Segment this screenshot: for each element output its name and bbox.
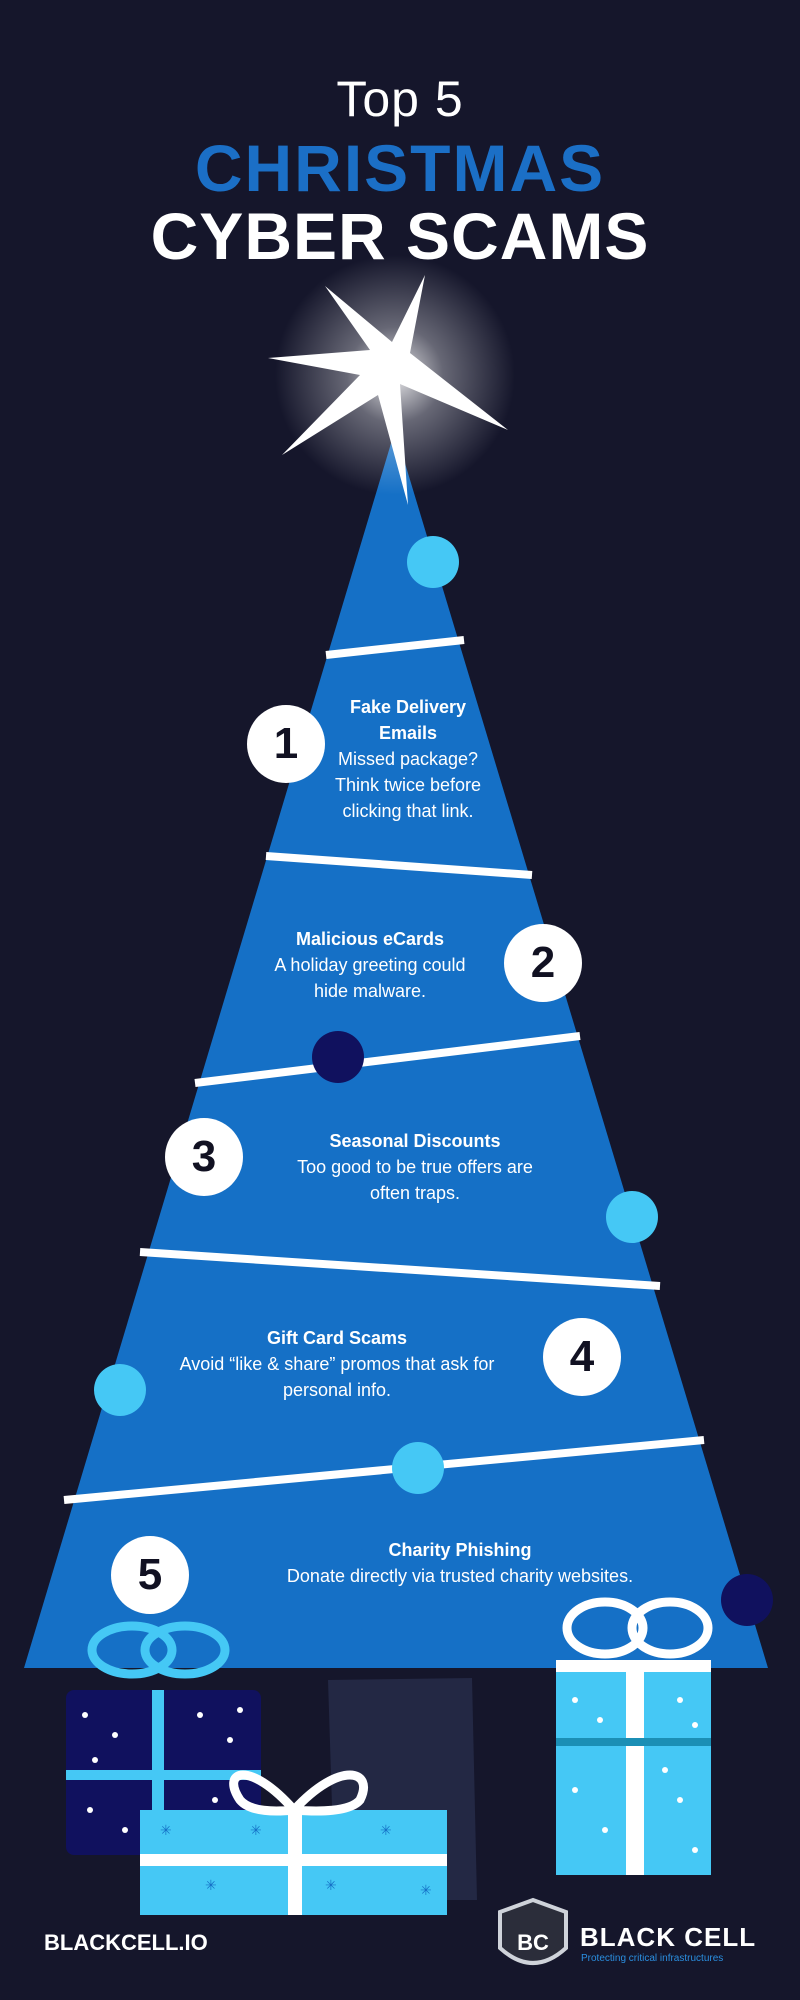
- ornament-dark: [721, 1574, 773, 1626]
- ornament-light: [606, 1191, 658, 1243]
- brand-name: BLACK CELL: [580, 1922, 757, 1952]
- scam-2-title: Malicious eCards: [295, 929, 445, 949]
- scam-3: Seasonal Discounts Too good to be true o…: [270, 1128, 560, 1206]
- scam-4: Gift Card Scams Avoid “like & share” pro…: [150, 1325, 524, 1403]
- scam-3-title: Seasonal Discounts: [329, 1131, 501, 1151]
- scam-2-desc-line2: hide malware.: [313, 981, 427, 1001]
- tree-body: [24, 430, 768, 1668]
- scam-1-desc-line3: clicking that link.: [342, 801, 474, 821]
- svg-text:✳: ✳: [250, 1823, 262, 1839]
- svg-text:✳: ✳: [160, 1823, 172, 1839]
- number-badge-2: 2: [504, 924, 582, 1002]
- scam-3-desc-line2: often traps.: [369, 1183, 461, 1203]
- star-icon: [268, 275, 508, 505]
- scam-2-desc-line1: A holiday greeting could: [274, 955, 466, 975]
- svg-text:BC: BC: [517, 1930, 549, 1955]
- scam-1-desc-line2: Think twice before: [334, 775, 482, 795]
- gift-light-blue-right: [556, 1597, 713, 1875]
- svg-text:✳: ✳: [205, 1878, 217, 1894]
- scam-2: Malicious eCards A holiday greeting coul…: [230, 926, 510, 1004]
- scam-3-desc-line1: Too good to be true offers are: [297, 1157, 533, 1177]
- ornaments: [94, 536, 773, 1626]
- scam-1-desc-line1: Missed package?: [337, 749, 479, 769]
- number-badge-5: 5: [111, 1536, 189, 1614]
- svg-text:✳: ✳: [325, 1878, 337, 1894]
- website-link[interactable]: BLACKCELL.IO: [44, 1930, 208, 1955]
- ornament-light: [392, 1442, 444, 1494]
- ornament-dark: [312, 1031, 364, 1083]
- gift-light-blue-front: ✳ ✳ ✳ ✳ ✳ ✳: [140, 1770, 447, 1915]
- number-badge-1: 1: [247, 705, 325, 783]
- ornament-light: [94, 1364, 146, 1416]
- title-top-line: Top 5: [336, 71, 464, 127]
- ornament-light: [407, 536, 459, 588]
- scam-4-desc-line2: personal info.: [282, 1380, 392, 1400]
- scam-1-title-line1: Fake Delivery: [349, 697, 467, 717]
- svg-text:✳: ✳: [420, 1883, 432, 1899]
- scam-4-title: Gift Card Scams: [266, 1328, 408, 1348]
- svg-text:✳: ✳: [380, 1823, 392, 1839]
- title-cyber-scams: CYBER SCAMS: [150, 199, 650, 273]
- scam-5: Charity Phishing Donate directly via tru…: [270, 1537, 650, 1589]
- title-christmas: CHRISTMAS: [194, 131, 606, 205]
- scam-1: Fake Delivery Emails Missed package? Thi…: [310, 694, 506, 824]
- brand-tagline: Protecting critical infrastructures: [581, 1953, 724, 1964]
- scam-5-desc-line1: Donate directly via trusted charity webs…: [286, 1566, 634, 1586]
- black-cell-logo-icon: BC: [498, 1897, 568, 1965]
- number-badge-4: 4: [543, 1318, 621, 1396]
- tree-garlands: [63, 636, 705, 1504]
- number-badge-3: 3: [165, 1118, 243, 1196]
- scam-1-title-line2: Emails: [378, 723, 438, 743]
- scam-4-desc-line1: Avoid “like & share” promos that ask for: [179, 1354, 495, 1374]
- scam-5-title: Charity Phishing: [388, 1540, 532, 1560]
